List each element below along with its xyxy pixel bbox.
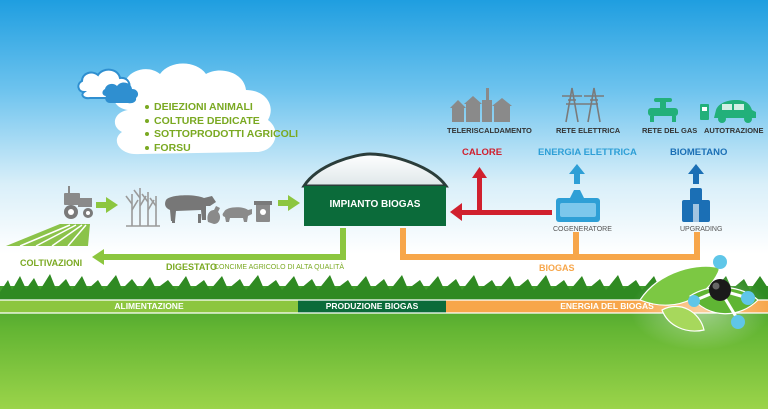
produzione-label: PRODUZIONE BIOGAS [325, 301, 419, 311]
digestato-label: DIGESTATO [166, 262, 218, 272]
chicken-icon [207, 206, 221, 224]
rete-gas-label: RETE DEL GAS [642, 126, 698, 135]
upgrading-icon [682, 188, 710, 222]
cogenerator-icon [556, 190, 600, 222]
cogeneratore-label: COGENERATORE [553, 226, 612, 233]
gas-network-icon [648, 98, 678, 122]
coltivazioni-label: COLTIVAZIONI [20, 258, 83, 268]
biomethane-up-arrow [688, 164, 704, 184]
rete-elettrica-label: RETE ELETTRICA [556, 126, 621, 135]
arrow-green-2 [278, 195, 300, 211]
upgrading-label: UPGRADING [680, 226, 723, 233]
leaf-molecule-icon [630, 255, 768, 350]
car-icon [714, 100, 756, 123]
grass-fringe [0, 274, 768, 300]
energia-elettrica-label: ENERGIA ELETTRICA [538, 147, 637, 158]
biogas-plant-icon [301, 152, 449, 226]
autotrazione-label: AUTOTRAZIONE [704, 126, 764, 135]
heat-return-arrow [450, 167, 552, 221]
tractor-icon [64, 186, 93, 219]
plant-label: IMPIANTO BIOGAS [329, 199, 421, 210]
alimentazione-label: ALIMENTAZIONE [114, 301, 184, 311]
biogas-arrow [400, 228, 700, 260]
organic-waste-bin-icon [254, 201, 272, 222]
district-heating-town-icon [450, 88, 512, 122]
fields-icon [6, 224, 90, 247]
sources-list: DEIEZIONI ANIMALI COLTURE DEDICATE SOTTO… [145, 101, 298, 155]
fuel-pump-icon [700, 104, 709, 120]
list-item: DEIEZIONI ANIMALI [145, 101, 298, 115]
arrow-green-1 [96, 197, 118, 213]
cow-icon [165, 195, 216, 223]
crops-icon [125, 188, 160, 227]
digestato-arrow [92, 228, 346, 265]
list-item: FORSU [145, 142, 298, 156]
pig-icon [222, 207, 252, 222]
phase-bar-alimentazione [0, 300, 298, 313]
energia-label: ENERGIA DEL BIOGAS [560, 301, 654, 311]
power-pylon-icon [562, 87, 604, 123]
digestato-sub-label: CONCIME AGRICOLO DI ALTA QUALITÀ [214, 264, 345, 271]
biogas-label: BIOGAS [539, 263, 575, 273]
teleriscaldamento-label: TELERISCALDAMENTO [447, 126, 532, 135]
calore-label: CALORE [462, 147, 503, 158]
sources-cloud [77, 63, 276, 155]
list-item: COLTURE DEDICATE [145, 115, 298, 129]
biometano-label: BIOMETANO [670, 147, 728, 158]
phase-bar-produzione [298, 300, 446, 313]
electricity-up-arrow [569, 164, 585, 184]
list-item: SOTTOPRODOTTI AGRICOLI [145, 128, 298, 142]
